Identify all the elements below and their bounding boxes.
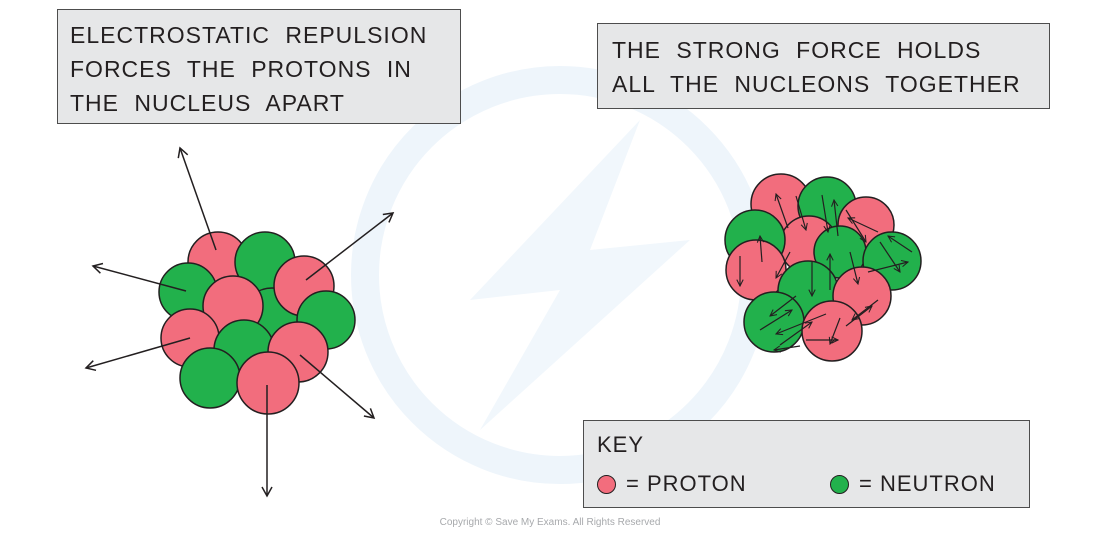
repulsion-arrow — [84, 337, 191, 372]
repulsion-arrow — [177, 146, 217, 251]
strong-force-caption-line-1: THE STRONG FORCE HOLDS — [612, 37, 982, 63]
neutron — [743, 291, 805, 353]
strong-force-caption-box: THE STRONG FORCE HOLDS ALL THE NUCLEONS … — [597, 23, 1050, 109]
strong-force-arrow — [821, 194, 828, 232]
key-neutron-label: = NEUTRON — [859, 471, 996, 496]
key-box: KEY = PROTON = NEUTRON — [583, 420, 1030, 508]
proton — [725, 239, 787, 301]
key-proton-label: = PROTON — [626, 471, 747, 496]
strong-force-arrow — [867, 262, 908, 273]
strong-force-arrow — [776, 251, 791, 278]
proton — [236, 351, 300, 415]
key-item-neutron: = NEUTRON — [830, 471, 996, 497]
strong-force-arrow — [830, 317, 841, 344]
neutron — [179, 347, 241, 409]
repulsion-arrows — [84, 146, 395, 498]
repulsion-caption-line-2: FORCES THE PROTONS IN — [70, 56, 412, 82]
strong-force-arrow — [759, 310, 792, 331]
strong-force-arrow — [888, 236, 913, 253]
strong-force-arrow — [879, 241, 900, 272]
strong-force-arrow — [779, 322, 812, 346]
strong-force-arrow — [848, 218, 879, 233]
strong-force-arrow — [849, 251, 858, 284]
repulsion-arrow — [91, 262, 187, 292]
repulsion-caption-line-3: THE NUCLEUS APART — [70, 90, 345, 116]
strong-force-arrow — [776, 194, 789, 229]
strong-force-arrow — [845, 209, 866, 242]
copyright-notice: Copyright © Save My Exams. All Rights Re… — [439, 517, 661, 528]
strong-force-arrows — [740, 194, 913, 350]
repelling-nucleus — [158, 231, 356, 415]
strong-force-arrow — [774, 345, 801, 350]
proton — [801, 300, 863, 362]
repulsion-caption-box: ELECTROSTATIC REPULSION FORCES THE PROTO… — [57, 9, 461, 124]
key-item-proton: = PROTON — [597, 471, 747, 497]
repulsion-arrow — [305, 212, 395, 281]
strong-force-arrow — [795, 195, 806, 230]
strong-force-arrow — [770, 295, 797, 316]
key-title: KEY — [597, 432, 645, 457]
strong-force-arrow — [834, 200, 839, 237]
neutron-swatch-icon — [830, 474, 849, 494]
strong-force-arrow — [760, 236, 762, 263]
repulsion-arrow — [299, 354, 376, 420]
strong-force-arrow — [852, 299, 879, 320]
strong-force-arrow — [776, 313, 827, 334]
proton-swatch-icon — [597, 474, 616, 494]
strong-force-caption-line-2: ALL THE NUCLEONS TOGETHER — [612, 71, 1021, 97]
repulsion-caption-line-1: ELECTROSTATIC REPULSION — [70, 22, 428, 48]
